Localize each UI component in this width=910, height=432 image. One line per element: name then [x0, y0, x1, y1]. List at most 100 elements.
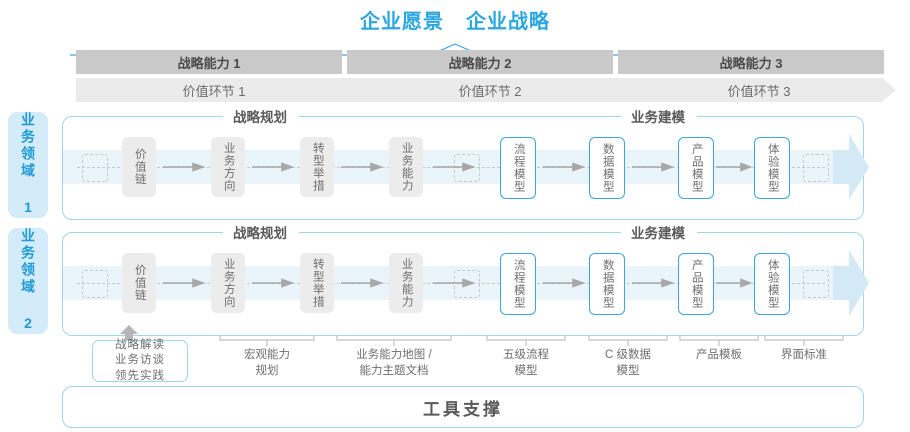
title-enterprise-strategy: 企业战略: [466, 10, 550, 33]
capability-band-2[interactable]: 战略能力 2: [347, 50, 613, 74]
annotation-macro-capability-line1: 宏观能力: [244, 349, 290, 361]
placeholder-box-start-row1: [82, 154, 108, 182]
node-planning-1-row1[interactable]: 价值链: [122, 137, 156, 197]
domain-label-1-text: 业务领域 1: [20, 112, 36, 218]
section-title-modeling-row2: 业务建模: [623, 222, 693, 242]
node-planning-3-row1-label: 转型举措: [311, 142, 324, 192]
section-title-modeling-row1: 业务建模: [623, 106, 693, 126]
node-modeling-4-row2[interactable]: 体验模型: [754, 253, 790, 315]
placeholder-box-mid-row2: [454, 270, 480, 298]
arrow-right-icon: [716, 278, 752, 288]
annotation-c-level-data-line2: 模型: [616, 364, 640, 377]
node-modeling-2-row1[interactable]: 数据模型: [589, 137, 625, 199]
chevron-right-icon: [366, 78, 379, 102]
value-band-2[interactable]: 价值环节 2: [352, 78, 642, 102]
arrow-right-icon: [341, 162, 383, 172]
annotation-five-level-process-line2: 模型: [514, 364, 538, 377]
node-modeling-3-row1[interactable]: 产品模型: [678, 137, 714, 199]
value-band-2-label: 价值环节 2: [458, 83, 522, 99]
capability-band-2-label: 战略能力 2: [448, 55, 512, 71]
placeholder-box-start-row2: [82, 270, 108, 298]
capability-band-3[interactable]: 战略能力 3: [618, 50, 884, 74]
node-planning-4-row2-label: 业务能力: [400, 258, 413, 308]
node-modeling-1-row2[interactable]: 流程模型: [500, 253, 536, 315]
node-modeling-4-row1-label: 体验模型: [766, 143, 779, 193]
node-modeling-2-row2-label: 数据模型: [601, 259, 614, 309]
annotation-capability-map: 业务能力地图 / 能力主题文档: [336, 348, 452, 379]
tool-support-bar: 工具支撑: [62, 386, 864, 428]
annotation-five-level-process-line1: 五级流程: [503, 349, 549, 361]
domain-row-1: 战略规划 业务建模 价值链 业务方向 转型举措 业务能力 流程模型 数据模型 产…: [62, 106, 869, 220]
annotation-capability-map-line2: 能力主题文档: [359, 364, 429, 377]
bracket-icon: [764, 335, 844, 346]
arrow-right-icon: [163, 278, 205, 288]
node-planning-3-row1[interactable]: 转型举措: [300, 137, 334, 197]
diagram-title: 企业愿景 企业战略: [0, 4, 910, 34]
tool-support-label: 工具支撑: [423, 399, 503, 419]
node-planning-4-row1-label: 业务能力: [400, 142, 413, 192]
node-planning-2-row1[interactable]: 业务方向: [211, 137, 245, 197]
domain-label-1[interactable]: 业务领域 1: [8, 112, 48, 218]
node-planning-2-row1-label: 业务方向: [222, 142, 235, 192]
node-planning-3-row2[interactable]: 转型举措: [300, 253, 334, 313]
annotation-c-level-data: C 级数据 模型: [588, 348, 668, 379]
annotation-macro-capability-line2: 规划: [255, 364, 279, 377]
section-title-planning-row1: 战略规划: [225, 106, 295, 126]
annotation-ui-standard: 界面标准: [764, 348, 844, 364]
bracket-icon: [219, 335, 315, 346]
node-modeling-4-row1[interactable]: 体验模型: [754, 137, 790, 199]
capability-band-1-label: 战略能力 1: [177, 55, 241, 71]
placeholder-box-end-row2: [803, 270, 829, 298]
value-band-1-label: 价值环节 1: [182, 83, 246, 99]
node-modeling-3-row2[interactable]: 产品模型: [678, 253, 714, 315]
annotation-line-3: 领先实践: [115, 369, 165, 382]
annotation-ui-standard-line1: 界面标准: [781, 349, 827, 361]
arrow-right-icon: [163, 162, 205, 172]
node-modeling-2-row2[interactable]: 数据模型: [589, 253, 625, 315]
annotation-line-1: 战略解读: [115, 338, 165, 351]
arrow-right-icon: [341, 278, 383, 288]
domain-label-2-text: 业务领域 2: [20, 228, 36, 334]
node-planning-4-row2[interactable]: 业务能力: [389, 253, 423, 313]
value-band-1[interactable]: 价值环节 1: [76, 78, 379, 102]
node-planning-2-row2[interactable]: 业务方向: [211, 253, 245, 313]
value-band-3-label: 价值环节 3: [727, 83, 791, 99]
bracket-icon: [588, 335, 668, 346]
node-planning-1-row2-label: 价值链: [133, 264, 146, 302]
arrow-right-icon: [433, 162, 475, 172]
annotation-five-level-process: 五级流程 模型: [486, 348, 566, 379]
arrow-right-icon: [252, 278, 294, 288]
node-modeling-3-row2-label: 产品模型: [690, 259, 703, 309]
arrow-right-icon: [252, 162, 294, 172]
annotation-product-template-line1: 产品模板: [696, 349, 742, 361]
annotation-line-2: 业务访谈: [115, 354, 165, 367]
arrow-right-icon: [543, 162, 585, 172]
placeholder-box-mid-row1: [454, 154, 480, 182]
arrow-right-icon: [632, 162, 674, 172]
up-arrow-icon: [120, 325, 138, 343]
annotation-box-strategy-interpretation[interactable]: 战略解读 业务访谈 领先实践: [92, 338, 188, 382]
capability-band-1[interactable]: 战略能力 1: [76, 50, 342, 74]
flow-arrow-row1: [833, 134, 869, 200]
node-modeling-3-row1-label: 产品模型: [690, 143, 703, 193]
annotation-capability-map-line1: 业务能力地图 /: [356, 349, 432, 361]
domain-row-2: 战略规划 业务建模 价值链 业务方向 转型举措 业务能力 流程模型 数据模型 产…: [62, 222, 869, 336]
capability-band-3-label: 战略能力 3: [719, 55, 783, 71]
node-planning-1-row1-label: 价值链: [133, 148, 146, 186]
placeholder-box-end-row1: [803, 154, 829, 182]
value-band-3[interactable]: 价值环节 3: [628, 78, 896, 102]
arrow-right-icon: [716, 162, 752, 172]
node-modeling-2-row1-label: 数据模型: [601, 143, 614, 193]
arrow-right-icon: [543, 278, 585, 288]
node-planning-3-row2-label: 转型举措: [311, 258, 324, 308]
node-modeling-1-row1[interactable]: 流程模型: [500, 137, 536, 199]
domain-label-2[interactable]: 业务领域 2: [8, 228, 48, 334]
node-planning-2-row2-label: 业务方向: [222, 258, 235, 308]
node-planning-4-row1[interactable]: 业务能力: [389, 137, 423, 197]
bracket-icon: [336, 335, 452, 346]
section-title-planning-row2: 战略规划: [225, 222, 295, 242]
flow-arrow-row2: [833, 250, 869, 316]
bracket-icon: [679, 335, 759, 346]
node-planning-1-row2[interactable]: 价值链: [122, 253, 156, 313]
annotation-c-level-data-line1: C 级数据: [605, 349, 651, 361]
